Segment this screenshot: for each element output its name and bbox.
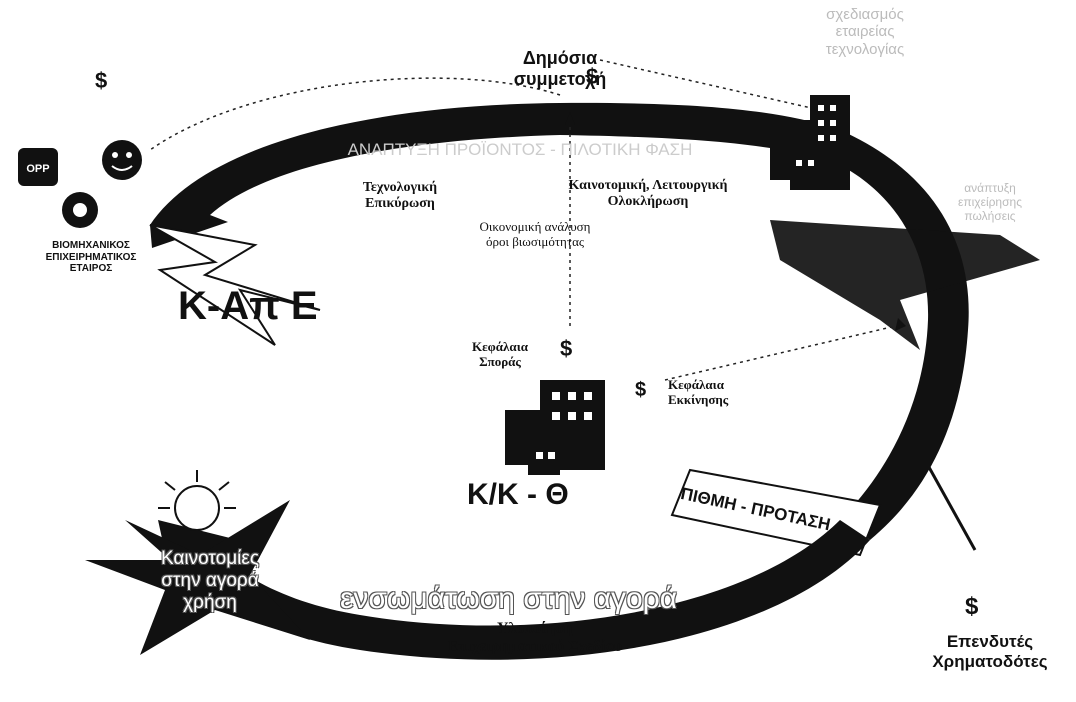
faint-arc-label: ΑΝΑΠΤΥΞΗ ΠΡΟΪΟΝΤΟΣ - ΠΙΛΟΤΙΚΗ ΦΑΣΗ <box>347 140 693 159</box>
svg-text:$: $ <box>560 336 572 361</box>
product-to-market-label: Καινοτομίες στην αγορά χρήση <box>160 548 260 613</box>
connector-line <box>923 459 977 551</box>
dollar-sign-icon: $ <box>560 336 572 361</box>
svg-text:$: $ <box>586 64 598 89</box>
dollar-sign-icon: $ <box>635 379 646 401</box>
opp-logo-icon: OPP <box>18 148 58 186</box>
kape-label: Κ-Απ Ε <box>178 284 318 328</box>
venture-capital-label: Κεφάλαια Εκκίνησης <box>668 377 729 407</box>
building-icon <box>770 95 850 190</box>
innovative-integration-label: Καινοτομική, Λειτουργική Ολοκλήρωση <box>568 178 728 210</box>
market-entry-label: ενσωμάτωση στην αγορά <box>340 582 678 615</box>
faint-top-right-label: σχεδιασμός εταιρείας τεχνολογίας <box>825 6 905 58</box>
dollar-sign-icon: $ <box>586 64 598 89</box>
svg-text:$: $ <box>965 593 979 620</box>
public-participation-label: Δημόσια συμμετοχή <box>513 48 607 89</box>
star-icon <box>770 220 1040 350</box>
dotted-arrow <box>149 77 561 151</box>
gear-person-icon <box>62 192 98 228</box>
economic-analysis-label: Οικονομική ανάλυση όροι βιωσιμότητας <box>479 219 591 249</box>
dollar-sign-icon: $ <box>95 68 107 93</box>
faint-right-label: ανάπτυξη επιχείρησης πωλήσεις <box>958 181 1022 223</box>
top-arc-arrow <box>150 103 560 248</box>
tech-validation-label: Τεχνολογική Επικύρωση <box>362 180 438 212</box>
industrial-partner-label: ΒΙΟΜΗΧΑΝΙΚΟΣ ΕΠΙΧΕΙΡΗΜΑΤΙΚΟΣ ΕΤΑΙΡΟΣ <box>45 240 137 274</box>
smiley-icon <box>102 140 142 180</box>
svg-text:$: $ <box>95 68 107 93</box>
seed-capital-label: Κεφάλαια Σποράς <box>472 339 528 369</box>
svg-text:$: $ <box>635 379 646 401</box>
dotted-arrow <box>664 324 901 381</box>
sun-icon <box>158 470 236 531</box>
svg-text:OPP: OPP <box>26 163 49 175</box>
building-icon <box>505 380 605 475</box>
dollar-sign-icon: $ <box>965 593 979 620</box>
kk-theta-label: Κ/Κ - Θ <box>467 478 569 511</box>
lightning-bolt-icon <box>149 224 321 346</box>
dotted-arrow <box>599 59 821 111</box>
investors-label: Επενδυτές Χρηματοδότες <box>932 632 1048 671</box>
bottom-arc-arrow <box>158 520 870 660</box>
implementation-label: Υλοποίηση Επιχειρηματικού Σχεδίου <box>447 620 623 656</box>
star-icon <box>85 500 310 655</box>
